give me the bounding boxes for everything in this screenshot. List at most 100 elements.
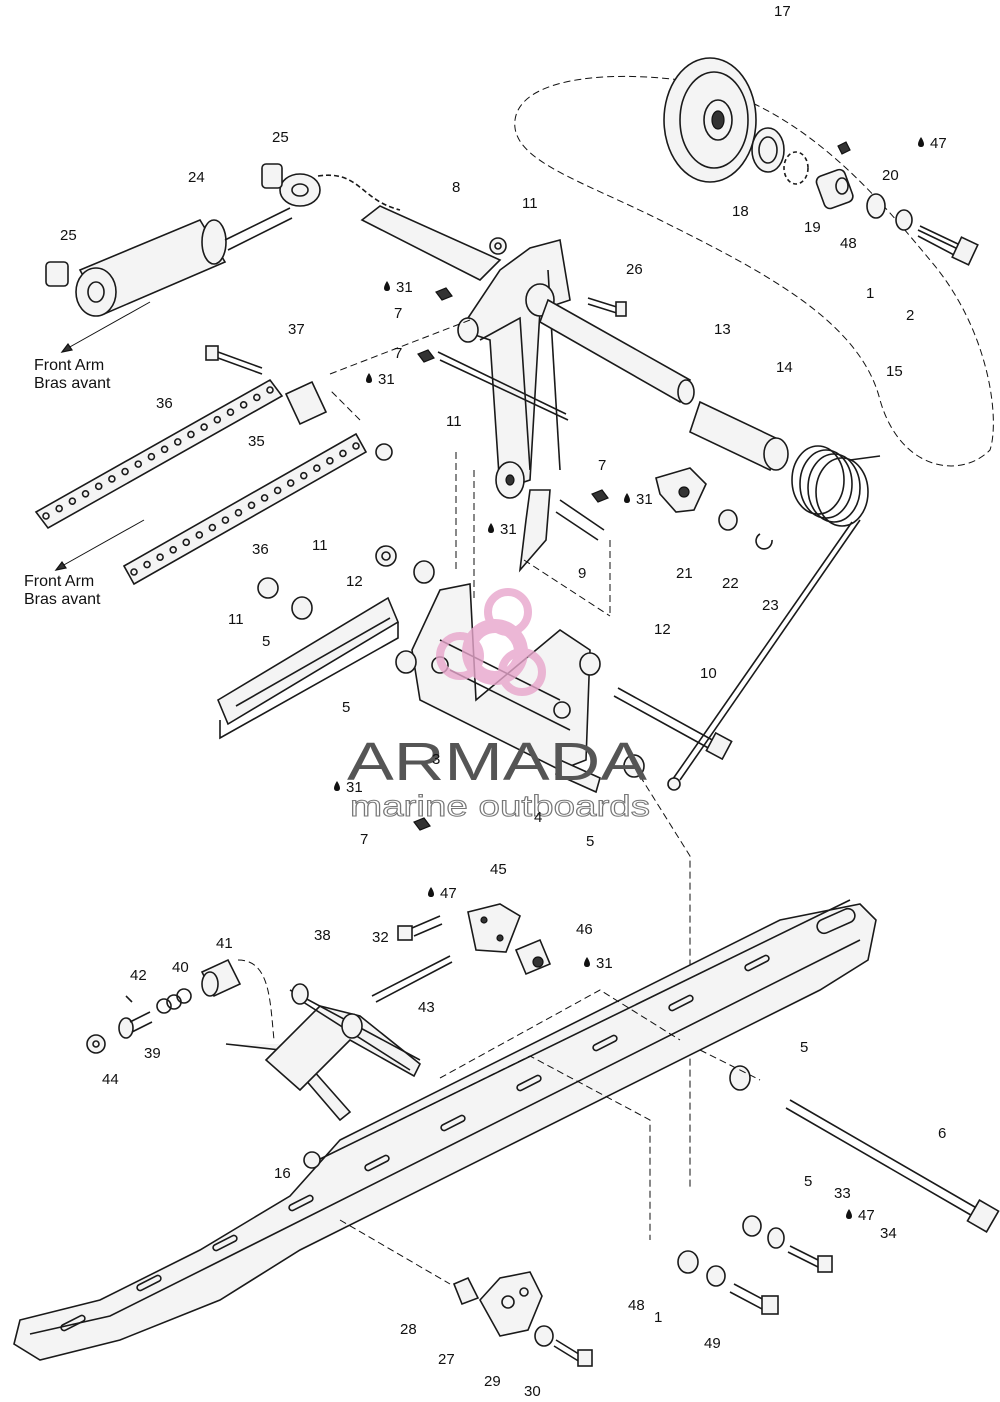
grease-fitting-7d — [413, 817, 431, 831]
callout-24: 24 — [188, 169, 205, 186]
plate-hole — [156, 553, 164, 561]
plate-hole — [221, 516, 230, 524]
plate-hole — [108, 475, 116, 483]
clip — [755, 533, 773, 550]
callout-40: 40 — [172, 959, 189, 976]
callout-47: 47 — [858, 1207, 875, 1224]
plate-hole — [134, 460, 143, 468]
link-plate-36b — [122, 432, 368, 586]
plate-hole — [68, 497, 77, 505]
callout-11: 11 — [522, 195, 538, 212]
callout-31: 31 — [346, 779, 363, 796]
plate-hole — [42, 512, 50, 520]
plate-hole — [273, 486, 282, 495]
nut-16 — [303, 1151, 321, 1169]
callout-30: 30 — [524, 1383, 541, 1400]
washer-5-b — [395, 650, 417, 674]
spacer-35 — [284, 380, 328, 426]
watermark-tagline: marine outboards — [350, 790, 650, 823]
rail-slider — [216, 596, 400, 740]
callout-5: 5 — [342, 699, 350, 716]
rail-slot — [288, 1194, 314, 1212]
bushing-25-left — [45, 261, 69, 287]
bushing-28 — [452, 1276, 480, 1306]
plate-hole — [239, 401, 248, 409]
callout-1: 1 — [654, 1309, 662, 1326]
nut-44 — [86, 1034, 106, 1054]
nut-11-link — [375, 443, 393, 461]
rail-slot — [136, 1274, 162, 1292]
callout-29: 29 — [484, 1373, 501, 1390]
plate-hole — [339, 449, 347, 458]
callout-36: 36 — [156, 395, 173, 412]
bolt-26 — [587, 297, 621, 315]
plate-hole — [173, 438, 182, 446]
callout-15: 15 — [886, 363, 903, 380]
plate-hole — [55, 504, 63, 513]
callout-32: 32 — [372, 929, 389, 946]
callout-10: 10 — [700, 665, 717, 682]
guide-9 — [339, 1219, 451, 1285]
oil-drop-icon — [334, 781, 340, 791]
callout-48: 48 — [628, 1297, 645, 1314]
plate-hole — [130, 568, 138, 576]
callout-13: 13 — [714, 321, 731, 338]
rail-slots — [60, 954, 770, 1332]
plate-hole — [226, 408, 235, 417]
shaft-4 — [555, 758, 601, 794]
callout-7: 7 — [394, 305, 402, 322]
callout-48: 48 — [840, 235, 857, 252]
bracket-27 — [479, 1271, 543, 1337]
washer-22 — [718, 509, 738, 531]
callout-12: 12 — [654, 621, 671, 638]
bearing-18 — [751, 127, 785, 173]
callout-5: 5 — [804, 1173, 812, 1190]
oil-drop-icon — [366, 373, 372, 383]
oil-drop-icon — [584, 957, 590, 967]
callout-5: 5 — [262, 633, 270, 650]
callout-34: 34 — [880, 1225, 897, 1242]
callout-31: 31 — [636, 491, 653, 508]
shock-absorber-24 — [75, 173, 321, 317]
callout-39: 39 — [144, 1045, 161, 1062]
callout-31: 31 — [596, 955, 613, 972]
callout-28: 28 — [400, 1321, 417, 1338]
callout-20: 20 — [882, 167, 899, 184]
callout-17: 17 — [774, 3, 791, 20]
callout-7: 7 — [394, 345, 402, 362]
callout-35: 35 — [248, 433, 265, 450]
callout-47: 47 — [930, 135, 947, 152]
sleeve-14 — [689, 400, 789, 472]
washer-5-a — [291, 596, 313, 620]
set-screw-20 — [837, 141, 851, 155]
grease-fitting-7a — [435, 287, 453, 301]
washer-48 — [677, 1250, 699, 1274]
guide-7 — [439, 989, 681, 1079]
sleeve-41 — [200, 958, 242, 998]
callout-37: 37 — [288, 321, 305, 338]
washer-12-right — [579, 652, 601, 676]
callout-25: 25 — [272, 129, 289, 146]
front-arm-label-fr-1: Bras avant — [34, 375, 111, 392]
rail-slot — [516, 1074, 542, 1092]
callout-43: 43 — [418, 999, 435, 1016]
callout-19: 19 — [804, 219, 821, 236]
callout-31: 31 — [396, 279, 413, 296]
callout-2: 2 — [906, 307, 914, 324]
plate-hole — [213, 415, 222, 424]
watermark-logo — [436, 588, 546, 696]
washer-33 — [767, 1227, 785, 1249]
cam-46 — [514, 938, 552, 976]
callout-4: 4 — [534, 809, 542, 826]
washer-1-top — [895, 209, 913, 231]
plate-hole — [169, 545, 177, 554]
pin-42 — [125, 995, 133, 1003]
bushing-25-top — [261, 163, 283, 189]
callout-41: 41 — [216, 935, 233, 952]
plate-hole — [94, 482, 103, 491]
washers-40 — [156, 988, 192, 1014]
rear-arm-38 — [225, 983, 422, 1122]
plate-hole — [247, 501, 256, 510]
bolt-39 — [118, 1011, 153, 1039]
